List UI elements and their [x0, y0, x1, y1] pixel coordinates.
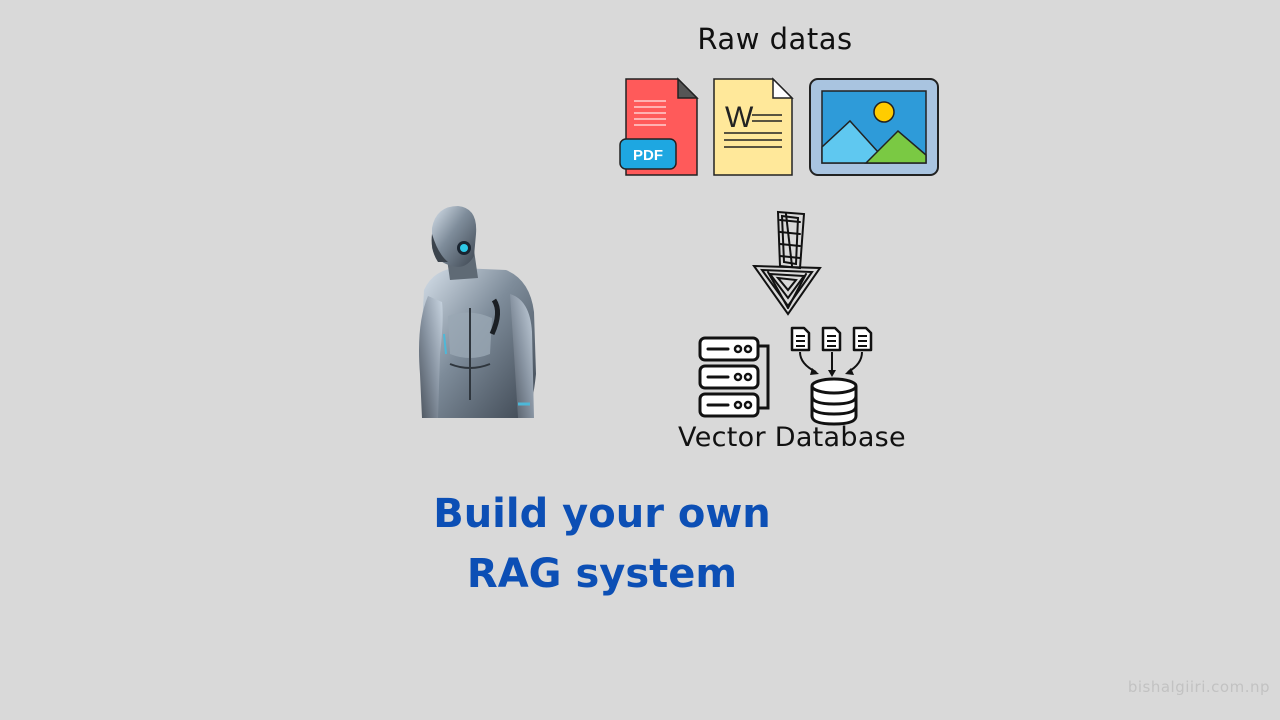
headline-line-1: Build your own	[433, 491, 771, 537]
server-stack-icon	[696, 334, 772, 420]
doc-letter: W	[725, 101, 754, 134]
headline: Build your own RAG system	[420, 484, 784, 604]
word-doc-icon: W	[713, 77, 794, 176]
pdf-badge-label: PDF	[633, 147, 663, 164]
headline-line-2: RAG system	[466, 551, 738, 597]
image-icon	[809, 78, 939, 176]
raw-data-icons: PDF W	[618, 77, 943, 179]
down-arrow-icon	[748, 208, 826, 320]
raw-datas-title: Raw datas	[697, 22, 853, 56]
vector-database-label: Vector Database	[678, 422, 906, 453]
database-ingest-icon	[788, 324, 882, 426]
robot-illustration	[414, 204, 540, 424]
pdf-file-icon: PDF	[619, 77, 699, 176]
watermark: bishalgiiri.com.np	[1127, 678, 1270, 696]
